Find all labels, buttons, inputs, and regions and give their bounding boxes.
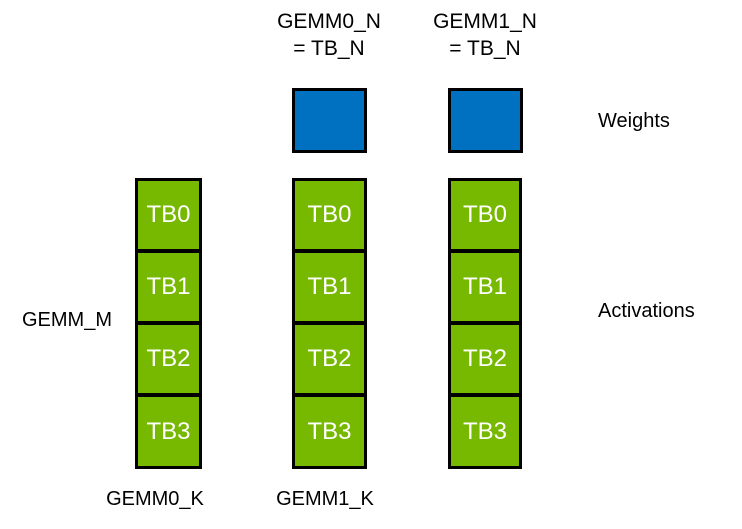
header-gemm0-n: GEMM0_N = TB_N — [277, 10, 381, 60]
tb-cell: TB0 — [295, 181, 364, 253]
activations-label: Activations — [598, 300, 695, 322]
tb-cell: TB3 — [295, 397, 364, 466]
tb-cell: TB2 — [451, 325, 519, 397]
tb-cell: TB2 — [138, 325, 199, 397]
weight-tile-gemm1 — [448, 88, 523, 153]
tb-cell: TB3 — [451, 397, 519, 466]
tb-cell: TB0 — [451, 181, 519, 253]
weight-tile-gemm0 — [292, 88, 367, 153]
tb-cell: TB3 — [138, 397, 199, 466]
tb-cell: TB1 — [295, 253, 364, 325]
activation-column-left: TB0 TB1 TB2 TB3 — [135, 178, 202, 469]
tb-cell: TB0 — [138, 181, 199, 253]
activation-column-gemm0: TB0 TB1 TB2 TB3 — [292, 178, 367, 469]
weights-label: Weights — [598, 110, 670, 132]
activation-column-gemm1: TB0 TB1 TB2 TB3 — [448, 178, 522, 469]
gemm0-k-label: GEMM0_K — [106, 488, 204, 510]
gemm1-k-label: GEMM1_K — [276, 488, 374, 510]
gemm-m-label: GEMM_M — [22, 309, 112, 331]
tb-cell: TB2 — [295, 325, 364, 397]
tb-cell: TB1 — [451, 253, 519, 325]
header-gemm1-n: GEMM1_N = TB_N — [433, 10, 537, 60]
tb-cell: TB1 — [138, 253, 199, 325]
